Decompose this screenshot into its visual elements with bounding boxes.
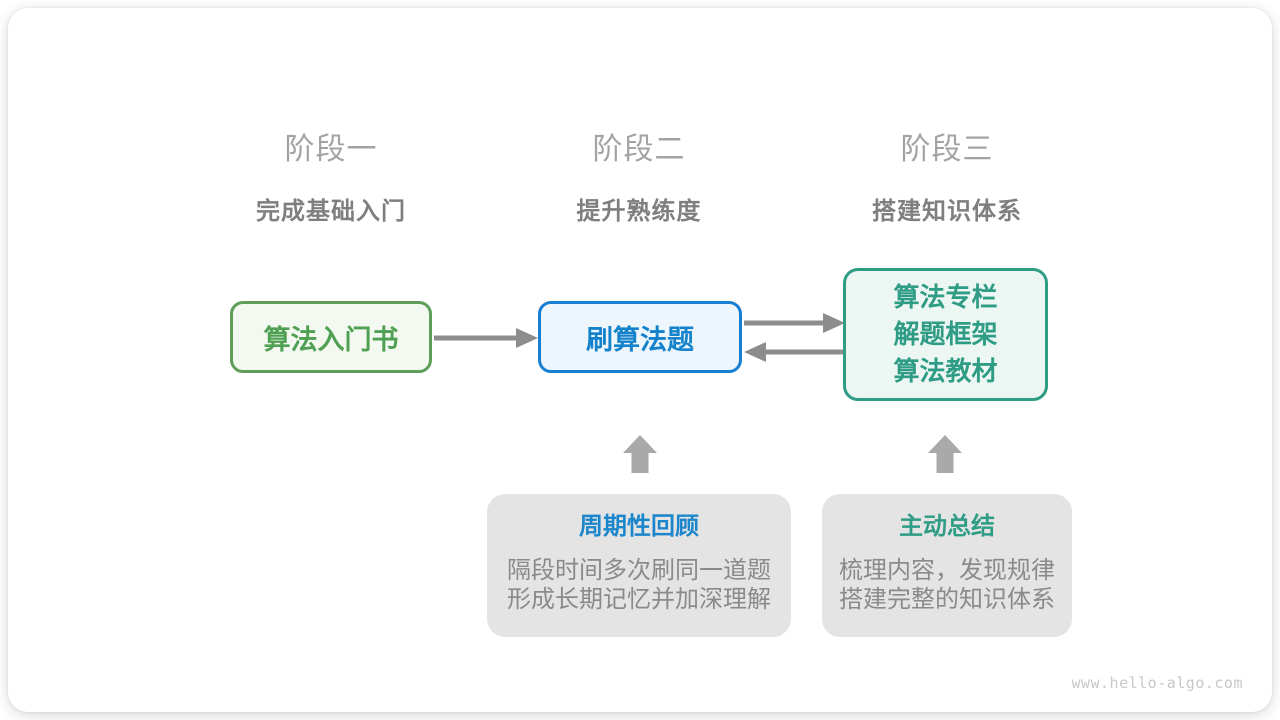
callout-periodic-review: 周期性回顾 隔段时间多次刷同一道题 形成长期记忆并加深理解 <box>487 494 791 637</box>
callout-active-summary-body: 梳理内容，发现规律 搭建完整的知识体系 <box>822 556 1072 614</box>
stage-3-subtitle: 搭建知识体系 <box>872 198 1022 225</box>
stage-1-subtitle: 完成基础入门 <box>256 198 406 225</box>
callout-periodic-review-line-2: 形成长期记忆并加深理解 <box>507 586 771 613</box>
callout-active-summary-title: 主动总结 <box>899 513 995 540</box>
stage-2-label: 阶段二 <box>592 133 686 166</box>
callout-periodic-review-body: 隔段时间多次刷同一道题 形成长期记忆并加深理解 <box>487 556 791 614</box>
callout-active-summary-line-1: 梳理内容，发现规律 <box>839 557 1055 584</box>
arrow-right-icon <box>744 313 845 333</box>
stage-3-header: 阶段三 搭建知识体系 <box>872 124 1022 226</box>
callout-periodic-review-title: 周期性回顾 <box>579 513 699 540</box>
arrow-up-icon <box>928 435 962 473</box>
callout-active-summary: 主动总结 梳理内容，发现规律 搭建完整的知识体系 <box>822 494 1072 637</box>
callout-periodic-review-line-1: 隔段时间多次刷同一道题 <box>507 557 771 584</box>
node-intro-book-label: 算法入门书 <box>263 324 399 355</box>
arrow-right-icon <box>434 328 538 348</box>
stage-3-label: 阶段三 <box>900 133 994 166</box>
stage-2-header: 阶段二 提升熟练度 <box>577 124 702 226</box>
stage-1-label: 阶段一 <box>284 133 378 166</box>
node-resource-line-1: 算法专栏 <box>893 282 998 312</box>
callout-active-summary-line-2: 搭建完整的知识体系 <box>839 586 1055 613</box>
node-practice-problems: 刷算法题 <box>538 301 742 373</box>
stage-1-header: 阶段一 完成基础入门 <box>256 124 406 226</box>
node-resource-line-2: 解题框架 <box>893 319 998 349</box>
node-practice-problems-label: 刷算法题 <box>586 324 694 355</box>
arrow-left-icon <box>744 342 845 362</box>
watermark-url: www.hello-algo.com <box>1071 674 1243 692</box>
node-advanced-resources: 算法专栏 解题框架 算法教材 <box>843 268 1048 401</box>
arrow-up-icon <box>623 435 657 473</box>
stage-2-subtitle: 提升熟练度 <box>576 198 702 225</box>
node-resource-line-3: 算法教材 <box>893 356 998 386</box>
node-intro-book: 算法入门书 <box>230 301 432 373</box>
